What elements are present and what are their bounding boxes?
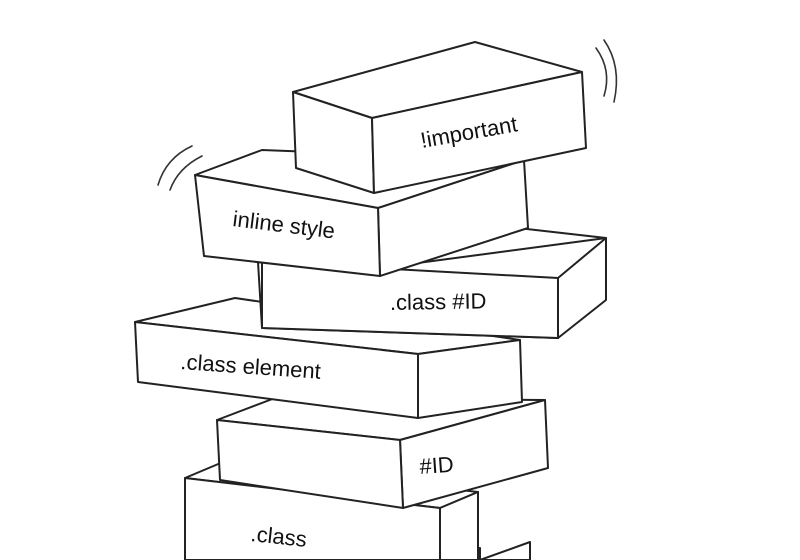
block-label-id: #ID (419, 452, 455, 479)
wobble-lines-right (596, 40, 616, 102)
block-label-class-id: .class #ID (390, 288, 487, 315)
block-important: !important (293, 42, 586, 193)
